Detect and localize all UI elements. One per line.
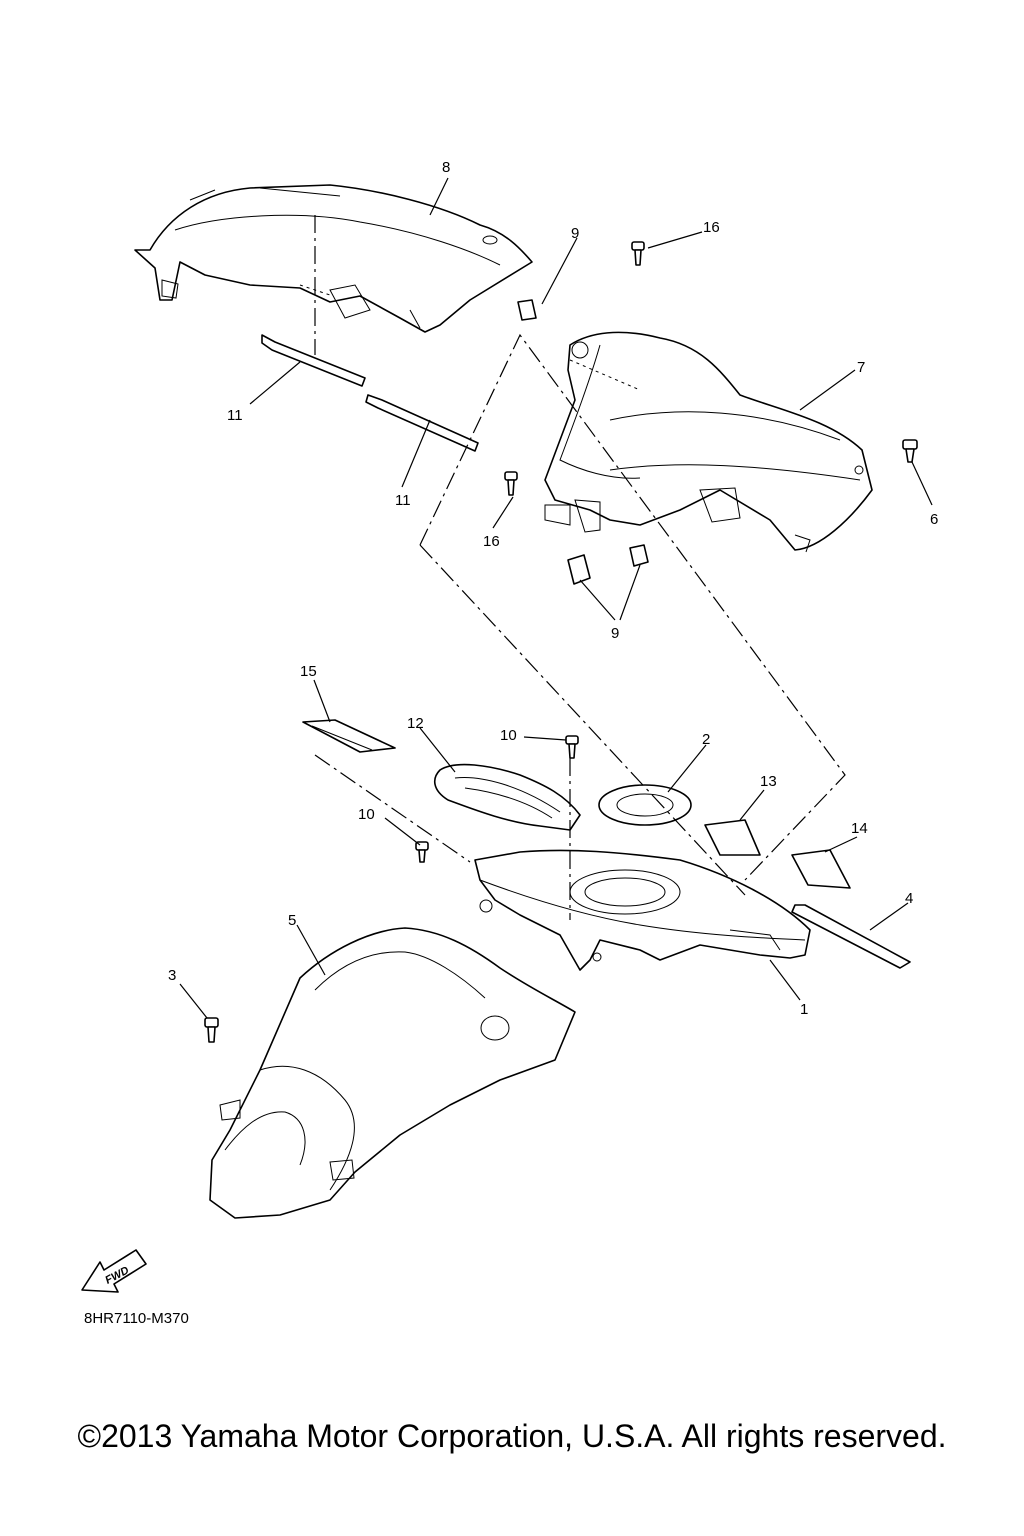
- copyright-notice: ©2013 Yamaha Motor Corporation, U.S.A. A…: [77, 1418, 947, 1454]
- part-14-damper[interactable]: [791, 849, 851, 889]
- part-9-clips[interactable]: [517, 299, 649, 585]
- callout-11a: 11: [227, 407, 243, 424]
- callout-7: 7: [857, 359, 865, 376]
- callout-5: 5: [288, 912, 296, 929]
- callout-labels: 1 2 3 4 5 6 7 8 9 9 10 10 11 11 12 13 14…: [168, 159, 938, 1018]
- callout-10b: 10: [358, 806, 375, 823]
- callout-11b: 11: [395, 492, 411, 509]
- callout-16b: 16: [483, 533, 500, 550]
- part-4-strip[interactable]: [791, 904, 911, 969]
- callout-8: 8: [442, 159, 450, 176]
- part-3-screw[interactable]: [204, 1017, 219, 1043]
- assembly-lines: [299, 215, 846, 920]
- part-1-lower-tray[interactable]: [474, 849, 811, 971]
- part-13-damper[interactable]: [704, 819, 761, 856]
- callout-2: 2: [702, 731, 710, 748]
- callout-3: 3: [168, 967, 176, 984]
- callout-1: 1: [800, 1001, 808, 1018]
- part-12-duct[interactable]: [433, 763, 581, 831]
- part-7-tank-cover[interactable]: [544, 331, 873, 553]
- callout-9a: 9: [571, 225, 579, 242]
- callout-13: 13: [760, 773, 777, 790]
- part-15-tape[interactable]: [302, 719, 396, 753]
- callout-14: 14: [851, 820, 868, 837]
- part-11-strips[interactable]: [261, 334, 479, 452]
- part-2-grommet[interactable]: [598, 784, 692, 826]
- diagram-code: 8HR7110-M370: [84, 1310, 189, 1327]
- callout-10a: 10: [500, 727, 517, 744]
- callout-4: 4: [905, 890, 913, 907]
- leader-lines: [179, 177, 933, 1019]
- callout-12: 12: [407, 715, 424, 732]
- fwd-arrow-icon: FWD: [81, 1249, 147, 1293]
- part-16-screws[interactable]: [504, 241, 645, 496]
- callout-15: 15: [300, 663, 317, 680]
- part-5-front-cowl[interactable]: [209, 927, 576, 1219]
- callout-6: 6: [930, 511, 938, 528]
- part-8-side-panel[interactable]: [134, 184, 533, 333]
- callout-9b: 9: [611, 625, 619, 642]
- callout-16a: 16: [703, 219, 720, 236]
- part-6-screw[interactable]: [902, 439, 918, 463]
